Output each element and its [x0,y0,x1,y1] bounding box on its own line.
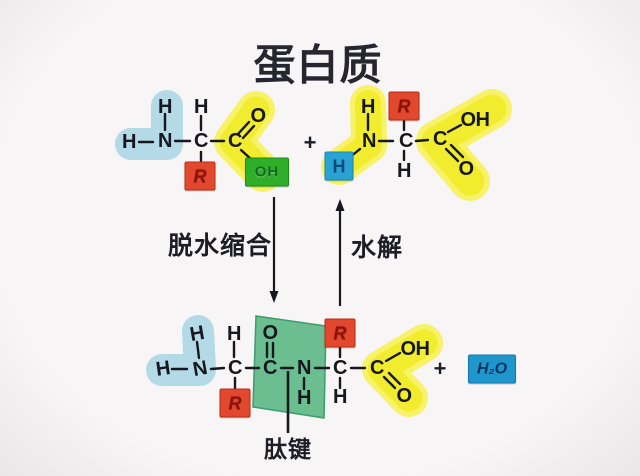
amino-acid-2-o-carbonyl: O [458,158,474,180]
dipeptide-c-alpha1: C [228,357,242,379]
amino-acid-2-h-amine-top: H [361,96,375,118]
amino-acid-1-h-amine-top: H [158,96,172,118]
plus-sign-top: + [303,130,317,155]
dipeptide-bonds [170,340,402,392]
amino-acid-2-n-amine: N [362,130,376,152]
dehydration-arrow [269,197,279,303]
aa1-amine-highlight [115,90,183,160]
peptide-bond-label: 肽键 [264,436,312,462]
aa2-bonds [347,112,465,163]
amino-acid-1-c-carboxyl: C [228,130,242,152]
dipeptide-h-amine-left: H [154,357,172,381]
dipeptide-h-amine-top: H [188,321,206,347]
amino-acid-2-oh-hydroxyl: OH [460,109,491,131]
amino-acid-1-h-alpha: H [194,96,208,118]
dipeptide-o-carboxyl: O [396,385,412,407]
amino-acid-2-r-group-box: R [388,91,420,121]
dipeptide-r-group-1-box: R [219,388,251,418]
dipeptide-c-alpha2: C [333,357,347,379]
aa2-carboxyl-highlight [421,94,507,196]
hydrolysis-arrow [335,199,345,306]
amino-acid-1-n-amine: N [158,130,172,152]
hydrolysis-label: 水解 [350,234,404,262]
dipeptide-n-amine: N [191,356,209,382]
amino-acid-2-c-carboxyl: C [433,128,447,150]
dipeptide-c-carboxyl: C [370,357,384,379]
dipeptide-o-peptide-carbonyl: O [262,322,278,344]
amino-acid-1-hydroxyl-box: OH [245,157,289,187]
bonds [137,112,465,392]
dipeptide-carboxyl-highlight [367,329,438,412]
amino-acid-2-h-alpha: H [397,160,411,182]
amino-acid-1-r-group-box: R [184,161,216,191]
amino-acid-1-h-amine-left: H [122,131,136,153]
dipeptide-oh-hydroxyl: OH [400,338,431,360]
water-h2o-box: H₂O [468,354,516,384]
dipeptide-h-alpha2: H [333,386,347,408]
dipeptide-r-group-2-box: R [324,318,356,348]
dipeptide-n-peptide: N [297,357,311,379]
diagram-title: 蛋白质 [253,41,383,89]
dipeptide-c-peptide-carbonyl: C [263,357,277,379]
amino-acid-2-c-alpha: C [399,130,413,152]
amino-acid-1-c-alpha: C [194,130,208,152]
dipeptide-h-peptide: H [297,387,311,409]
plus-sign-bottom: + [433,356,447,381]
amino-acid-1-o-carbonyl: O [250,105,266,127]
dehydration-label: 脱水缩合 [167,232,273,260]
amino-acid-2-h-amine-box: H [324,151,354,181]
dipeptide-h-alpha1: H [227,323,241,345]
